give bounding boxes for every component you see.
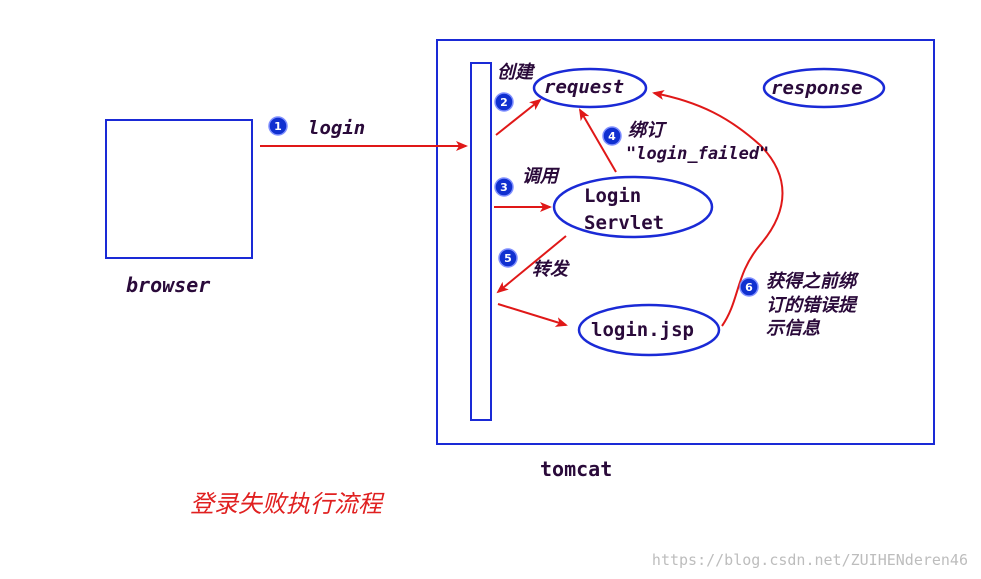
login-jsp-label: login.jsp (591, 319, 694, 341)
browser-box (105, 119, 253, 259)
arrow-to-jsp (497, 303, 568, 327)
step-3-badge (494, 177, 514, 197)
step-6-badge (739, 277, 759, 297)
container-bar (470, 62, 492, 421)
step-1-number: 1 (274, 120, 282, 133)
arrow-create-request (495, 98, 542, 136)
request-ellipse (532, 67, 648, 109)
step-3-label: 调用 (522, 166, 560, 187)
step-6-label-line2: 订的错误提 (766, 295, 858, 316)
step-4-badge (602, 126, 622, 146)
step-6-label-line1: 获得之前绑 (766, 271, 860, 292)
tomcat-box (436, 39, 935, 445)
step-4-value: "login_failed" (626, 144, 769, 164)
step-6-label-line3: 示信息 (766, 318, 821, 339)
arrow-forward (496, 235, 567, 294)
step-2-label: 创建 (497, 62, 536, 83)
tomcat-label: tomcat (540, 457, 612, 481)
arrow-get-error (652, 90, 784, 327)
step-3-number: 3 (500, 181, 508, 194)
response-ellipse (762, 67, 886, 109)
step-5-badge (498, 248, 518, 268)
step-5-number: 5 (504, 252, 512, 265)
step-5-label: 转发 (532, 259, 570, 280)
step-1-label: login (308, 117, 365, 139)
step-2-number: 2 (500, 96, 508, 109)
browser-label: browser (126, 273, 210, 297)
login-servlet-ellipse (552, 175, 714, 239)
step-6-number: 6 (745, 281, 753, 294)
arrow-bind-request (578, 108, 617, 173)
step-4-number: 4 (608, 130, 616, 143)
request-label: request (544, 76, 624, 98)
response-label: response (771, 77, 863, 99)
diagram-title: 登录失败执行流程 (190, 490, 385, 518)
watermark: https://blog.csdn.net/ZUIHENderen46 (652, 551, 968, 569)
step-4-label: 绑订 (628, 120, 668, 141)
login-jsp-ellipse (577, 303, 721, 357)
step-1-badge (268, 116, 288, 136)
login-servlet-label-line1: Login (584, 185, 641, 207)
login-servlet-label-line2: Servlet (584, 212, 664, 234)
step-2-badge (494, 92, 514, 112)
